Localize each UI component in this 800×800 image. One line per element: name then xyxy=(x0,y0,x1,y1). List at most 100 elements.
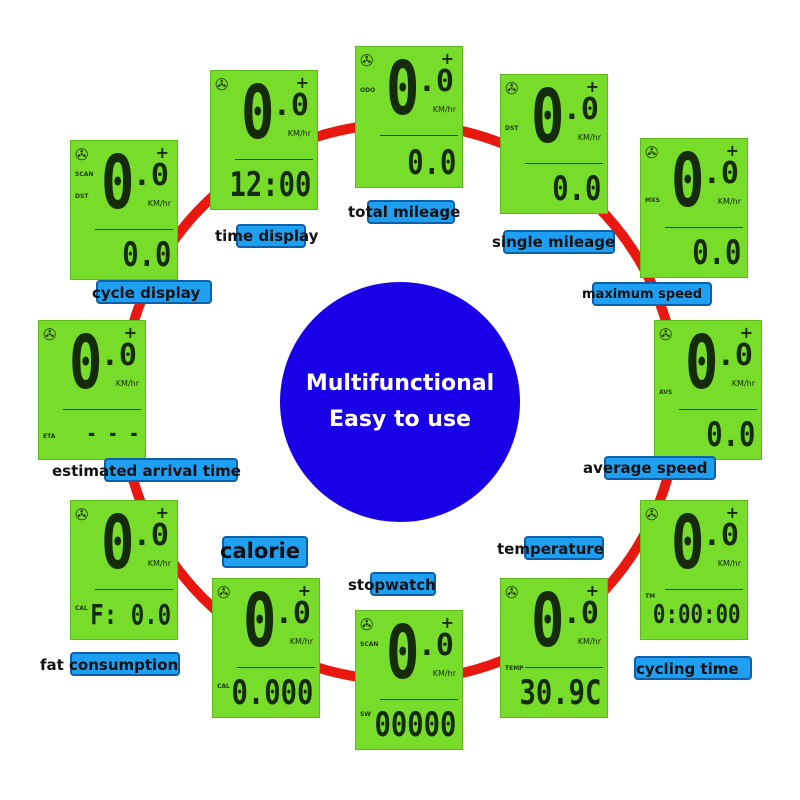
lcd-mode-label: SCAN xyxy=(75,171,94,178)
lcd-divider xyxy=(380,699,458,700)
lcd-mode-label: TEMP xyxy=(505,665,524,672)
lcd-reading: 0.0 xyxy=(406,143,456,183)
speed-digit: 0 xyxy=(243,578,277,664)
caption-estimated-arrival-time: estimated arrival time xyxy=(52,462,241,480)
bike-icon: ✇ xyxy=(360,51,374,70)
lcd-reading: 0.0 xyxy=(121,235,171,275)
caption-total-mileage: total mileage xyxy=(348,203,461,221)
caption-tag xyxy=(592,282,712,306)
lcd-divider xyxy=(63,409,141,410)
lcd-divider xyxy=(525,163,603,164)
lcd-panel-sw: ✇ SCAN SW 0 + .0 KM/hr 00000 xyxy=(355,610,463,750)
lcd-divider xyxy=(95,229,173,230)
plus-icon: + xyxy=(295,73,309,92)
caption-tag xyxy=(70,652,180,676)
lcd-reading: 12:00 xyxy=(229,165,311,205)
caption-tag xyxy=(634,656,752,680)
speed-unit: KM/hr xyxy=(432,105,456,114)
speed-unit: KM/hr xyxy=(731,379,755,388)
lcd-reading: 0.0 xyxy=(551,169,601,209)
speed-unit: KM/hr xyxy=(577,637,601,646)
caption-cycle-display: cycle display xyxy=(92,284,201,302)
speed-digit: 0 xyxy=(241,70,275,156)
bike-icon: ✇ xyxy=(645,143,659,162)
lcd-divider xyxy=(237,667,315,668)
plus-icon: + xyxy=(739,323,753,342)
caption-average-speed: average speed xyxy=(583,459,708,477)
lcd-mode-label: CAL xyxy=(217,683,230,690)
lcd-reading: 00000 xyxy=(374,705,456,745)
lcd-divider xyxy=(235,159,313,160)
center-subtitle: Easy to use xyxy=(329,407,471,432)
caption-maximum-speed: maximum speed xyxy=(582,287,703,302)
speed-decimal: .0 xyxy=(702,518,739,553)
speed-digit: 0 xyxy=(531,74,565,160)
lcd-divider xyxy=(679,409,757,410)
lcd-mode-label: TM xyxy=(645,593,656,600)
speed-decimal: .0 xyxy=(562,92,599,127)
speed-unit: KM/hr xyxy=(432,669,456,678)
speed-unit: KM/hr xyxy=(115,379,139,388)
speed-decimal: .0 xyxy=(716,338,753,373)
caption-stopwatch: stopwatch xyxy=(348,576,436,594)
center-title: Multifunctional xyxy=(305,371,495,396)
caption-tag xyxy=(367,200,455,224)
plus-icon: + xyxy=(155,143,169,162)
caption-tag xyxy=(96,280,212,304)
speed-decimal: .0 xyxy=(100,338,137,373)
lcd-mode-label: MXS xyxy=(645,197,660,204)
caption-tag xyxy=(370,572,436,596)
speed-decimal: .0 xyxy=(562,596,599,631)
plus-icon: + xyxy=(440,613,454,632)
speed-unit: KM/hr xyxy=(289,637,313,646)
speed-digit: 0 xyxy=(685,320,719,406)
caption-tag xyxy=(104,458,238,482)
bike-icon: ✇ xyxy=(75,145,89,164)
lcd-divider xyxy=(95,589,173,590)
lcd-divider xyxy=(380,135,458,136)
lcd-panel-dst: ✇ DST 0 + .0 KM/hr 0.0 xyxy=(500,74,608,214)
lcd-mode-label: ODO xyxy=(360,87,376,94)
lcd-mode-label: AVS xyxy=(659,389,673,396)
lcd-panel-cal: ✇ CAL 0 + .0 KM/hr 0.000 xyxy=(212,578,320,718)
caption-tag xyxy=(524,536,604,560)
speed-decimal: .0 xyxy=(702,156,739,191)
lcd-panel-scan: ✇ SCAN DST 0 + .0 KM/hr 0.0 xyxy=(70,140,178,280)
caption-tag xyxy=(503,230,615,254)
plus-icon: + xyxy=(123,323,137,342)
speed-digit: 0 xyxy=(386,46,420,132)
speed-digit: 0 xyxy=(671,500,705,586)
lcd-mode-label-2: SW xyxy=(360,711,371,718)
center-circle: Multifunctional Easy to use xyxy=(280,282,520,522)
lcd-reading: 0.000 xyxy=(231,673,313,713)
lcd-panel-mxs: ✇ MXS 0 + .0 KM/hr 0.0 xyxy=(640,138,748,278)
speed-decimal: .0 xyxy=(272,88,309,123)
lcd-mode-label: ETA xyxy=(43,433,56,440)
lcd-panel-fat: ✇ CAL 0 + .0 KM/hr F: 0.0 xyxy=(70,500,178,640)
plus-icon: + xyxy=(155,503,169,522)
bike-icon: ✇ xyxy=(360,615,374,634)
speed-digit: 0 xyxy=(69,320,103,406)
bike-icon: ✇ xyxy=(217,583,231,602)
lcd-panel-time: ✇ 0 + .0 KM/hr 12:00 xyxy=(210,70,318,210)
caption-fat-consumption: fat consumption xyxy=(40,656,179,674)
bike-icon: ✇ xyxy=(215,75,229,94)
speed-decimal: .0 xyxy=(132,518,169,553)
lcd-reading: 0.0 xyxy=(691,233,741,273)
lcd-panel-odo: ✇ ODO 0 + .0 KM/hr 0.0 xyxy=(355,46,463,188)
speed-unit: KM/hr xyxy=(717,559,741,568)
lcd-mode-label: DST xyxy=(505,125,519,132)
plus-icon: + xyxy=(585,77,599,96)
plus-icon: + xyxy=(725,141,739,160)
speed-decimal: .0 xyxy=(417,64,454,99)
lcd-divider xyxy=(665,589,743,590)
lcd-panel-temp: ✇ TEMP 0 + .0 KM/hr 30.9C xyxy=(500,578,608,718)
speed-unit: KM/hr xyxy=(717,197,741,206)
lcd-divider xyxy=(525,667,603,668)
bike-icon: ✇ xyxy=(43,325,57,344)
speed-unit: KM/hr xyxy=(577,133,601,142)
lcd-panel-eta: ✇ ETA 0 + .0 KM/hr - - - xyxy=(38,320,146,460)
plus-icon: + xyxy=(585,581,599,600)
caption-calorie: calorie xyxy=(220,539,301,563)
bike-icon: ✇ xyxy=(645,505,659,524)
